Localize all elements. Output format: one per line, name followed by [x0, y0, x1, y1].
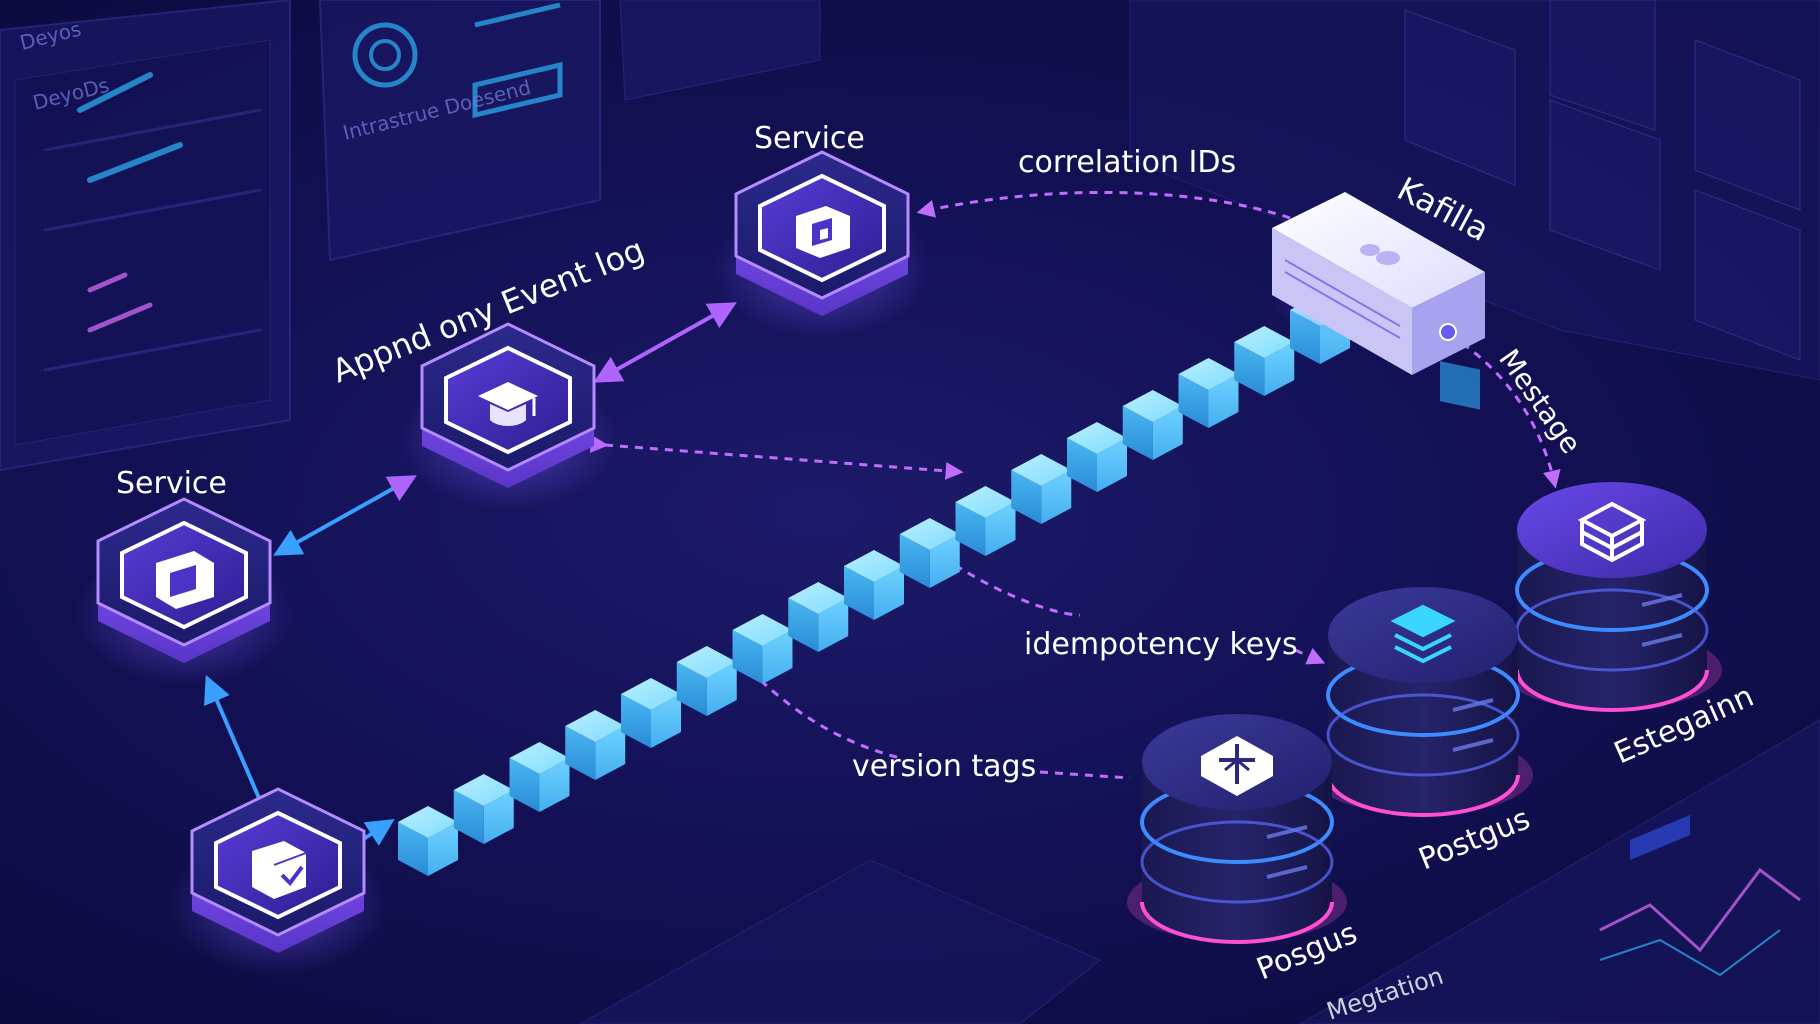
connectors: [204, 190, 1561, 846]
dash-idempotency-to-db-mid: [1294, 647, 1326, 665]
log-block: [621, 678, 681, 748]
log-block: [1234, 326, 1295, 396]
dash-log-to-version: [748, 668, 901, 760]
label-service-left: Service: [116, 466, 227, 501]
arrow-source-to-log: [360, 818, 395, 846]
log-block: [453, 774, 514, 844]
log-block: [565, 710, 626, 780]
log-block: [676, 646, 737, 716]
label-service-top: Service: [754, 121, 865, 156]
log-block: [1122, 390, 1183, 460]
log-block: [509, 742, 570, 812]
label-idempotency-keys: idempotency keys: [1024, 627, 1298, 662]
database-left[interactable]: [1127, 714, 1347, 944]
arrow-service-left-to-eventlog: [273, 475, 417, 556]
log-block: [1011, 454, 1072, 524]
log-block: [788, 582, 849, 652]
stack-cube-icon: [1577, 501, 1647, 563]
dash-version-to-db-left: [1039, 770, 1131, 780]
log-block: [955, 486, 1016, 556]
log-block: [899, 518, 960, 588]
layers-icon: [1390, 604, 1456, 664]
database-mid[interactable]: [1313, 587, 1533, 817]
service-node-top[interactable]: [712, 150, 932, 338]
label-correlation-ids: correlation IDs: [1018, 145, 1236, 180]
sparkle-cube-icon: [1201, 736, 1273, 796]
folder-cube-icon: [796, 206, 850, 258]
dash-eventlog-to-log: [589, 434, 964, 480]
database-right[interactable]: [1502, 482, 1722, 712]
package-check-icon: [252, 841, 307, 899]
source-service-node[interactable]: [168, 787, 388, 975]
cube-frame-icon: [156, 551, 214, 609]
label-version-tags: version tags: [852, 749, 1036, 784]
log-block: [1178, 358, 1239, 428]
arrow-source-to-service-left: [204, 674, 264, 806]
log-block: [844, 550, 904, 620]
arrow-eventlog-to-service-top: [593, 302, 737, 383]
service-node-left[interactable]: [74, 497, 294, 685]
kafka-broker[interactable]: [1270, 192, 1490, 375]
broker-box-icon: [1360, 244, 1400, 265]
dash-kafka-to-db-right: [1449, 333, 1561, 489]
dash-log-to-idempotency: [954, 563, 1081, 617]
event-log-node[interactable]: [398, 322, 618, 510]
log-block: [398, 806, 458, 876]
log-block: [732, 614, 793, 684]
graduation-cap-icon: [478, 382, 538, 426]
log-block: [1067, 422, 1127, 492]
